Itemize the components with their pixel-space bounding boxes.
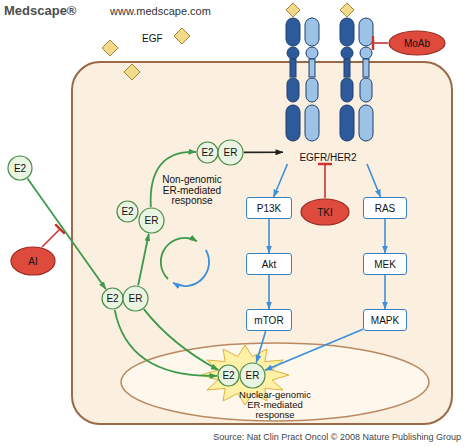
- ellipse-fill: [102, 288, 123, 309]
- signal-arrow: [244, 151, 283, 153]
- node-label: ER: [224, 147, 238, 158]
- drug-ellipse: TKI: [300, 198, 350, 226]
- text-label: Non-genomic ER-mediated response: [156, 175, 228, 207]
- node-label: Akt: [262, 259, 276, 270]
- node-label: ER: [145, 215, 159, 226]
- node-label: TKI: [317, 207, 333, 218]
- ellipse-fill: [8, 156, 32, 180]
- node-label: Nuclear-genomic ER-mediated response: [233, 390, 317, 420]
- node-label: E2: [14, 163, 26, 174]
- signal-arrow: [138, 234, 149, 286]
- signal-arrow: [268, 219, 270, 253]
- ellipse-fill: [117, 201, 138, 222]
- molecule-circle: ER: [138, 207, 165, 234]
- pathway-box: RAS: [363, 197, 407, 219]
- node-label: E2: [106, 293, 118, 304]
- drug-ellipse: MoAb: [388, 30, 446, 56]
- molecule-circle: ER: [239, 362, 266, 389]
- cycle-arrow: [161, 238, 197, 279]
- node-label: EGFR/HER2: [299, 152, 356, 164]
- cell-membrane: [72, 62, 452, 424]
- text-label: Medscape®: [4, 3, 76, 18]
- nucleus-ellipse: Nuclear-genomic ER-mediated response E2 ER: [120, 342, 430, 422]
- text-label: EGF: [142, 33, 163, 44]
- node-label: E2: [121, 206, 133, 217]
- signal-arrow: [384, 275, 386, 309]
- ellipse-fill: [123, 286, 148, 311]
- node-label: MEK: [374, 259, 396, 270]
- node-label: RAS: [375, 203, 396, 214]
- ellipse-fill: [139, 208, 164, 233]
- receptor-complex: EGFR/HER2: [283, 8, 373, 164]
- pathway-box: Akt: [246, 253, 292, 275]
- node-label: E2: [222, 370, 234, 381]
- text-label: Source: Nat Clin Pract Oncol © 2008 Natu…: [150, 432, 461, 442]
- signal-arrow: [384, 219, 386, 253]
- signal-arrow: [268, 275, 270, 309]
- text-label: www.medscape.com: [110, 5, 211, 17]
- node-label: P13K: [257, 203, 281, 214]
- ellipse-fill: [11, 247, 55, 275]
- molecule-circle: ER: [122, 285, 149, 312]
- pathway-box: P13K: [246, 197, 292, 219]
- node-label: MoAb: [404, 38, 430, 49]
- molecule-circle: E2: [196, 141, 219, 164]
- node-label: ER: [129, 293, 143, 304]
- nucleus-membrane: [121, 343, 429, 421]
- signal-arrow: [367, 164, 381, 197]
- node-label: ER: [246, 370, 260, 381]
- signal-arrow: [274, 164, 288, 197]
- molecule-circle: ER: [217, 139, 244, 166]
- pathway-box: MEK: [363, 253, 407, 275]
- receptor-dimer: [286, 18, 373, 141]
- ellipse-fill: [218, 365, 239, 386]
- ellipse-fill: [240, 363, 265, 388]
- ellipse-fill: [197, 142, 218, 163]
- molecule-circle: E2: [7, 155, 33, 181]
- ellipse-fill: [301, 199, 349, 225]
- inhibition-line: [42, 229, 60, 247]
- cycle-arrow: [173, 250, 209, 286]
- molecule-circle: E2: [101, 287, 124, 310]
- node-label: AI: [28, 256, 37, 267]
- node-label: mTOR: [254, 315, 283, 326]
- molecule-circle: E2: [217, 364, 240, 387]
- inhibition-connector: [324, 164, 326, 198]
- node-label: E2: [201, 147, 213, 158]
- node-label: MAPK: [371, 315, 399, 326]
- drug-ellipse: AI: [10, 246, 56, 276]
- pathway-box: mTOR: [246, 309, 292, 331]
- pathway-box: MAPK: [363, 309, 407, 331]
- ellipse-fill: [389, 31, 445, 55]
- inhibition-connector: [373, 42, 388, 44]
- ellipse-fill: [218, 140, 243, 165]
- molecule-circle: E2: [116, 200, 139, 223]
- egf-ligand: [102, 3, 354, 80]
